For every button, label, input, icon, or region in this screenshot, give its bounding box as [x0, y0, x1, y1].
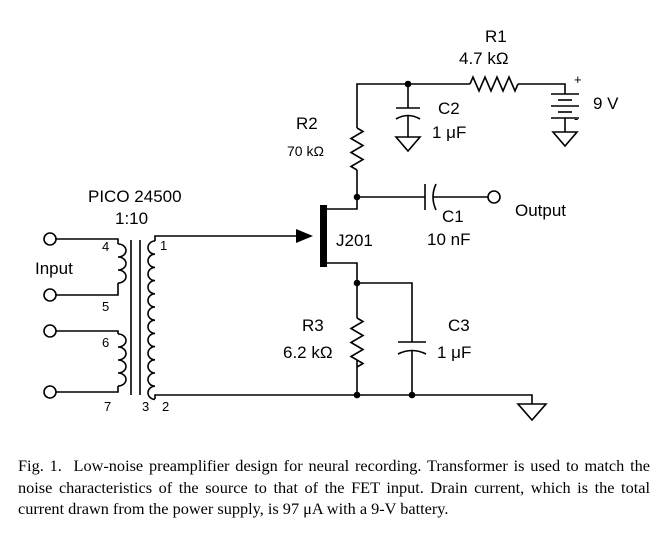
c3-name: C3 — [448, 316, 470, 335]
transformer-ratio: 1:10 — [115, 209, 148, 228]
ground-rail — [154, 394, 533, 404]
wire-source-c3 — [357, 282, 413, 342]
input-label: Input — [35, 259, 73, 278]
battery — [551, 93, 579, 148]
fet-j201 — [320, 197, 358, 283]
wire-r2-top — [356, 83, 470, 128]
primary-winding-upper — [117, 243, 127, 284]
r2-value: 70 kΩ — [287, 143, 324, 159]
wire-pin4 — [56, 238, 119, 244]
r1-value: 4.7 kΩ — [459, 49, 509, 68]
transformer — [117, 240, 156, 401]
wire-pin5 — [56, 283, 119, 296]
r2-name: R2 — [296, 114, 318, 133]
primary-winding-lower — [117, 333, 127, 387]
c2-plate-bottom — [395, 114, 421, 120]
terminal-4[interactable] — [43, 232, 57, 246]
pin-5: 5 — [102, 299, 109, 314]
battery-minus: - — [574, 111, 578, 126]
r3-value: 6.2 kΩ — [283, 343, 333, 362]
terminal-5[interactable] — [43, 288, 57, 302]
resistor-r1 — [469, 74, 519, 94]
ground-symbol-c2 — [394, 136, 422, 153]
fet-label: J201 — [336, 231, 373, 250]
r3-ground-node — [353, 391, 361, 399]
resistor-r3 — [349, 317, 365, 368]
pin-6: 6 — [102, 335, 109, 350]
transformer-name: PICO 24500 — [88, 187, 182, 206]
r1-name: R1 — [485, 27, 507, 46]
resistor-r2 — [349, 127, 365, 171]
output-label: Output — [515, 201, 566, 220]
c3-ground-node — [408, 391, 416, 399]
ground-symbol-main — [516, 403, 548, 422]
pin-2: 2 — [162, 399, 169, 414]
caption-text: Low-noise preamplifier design for neural… — [18, 456, 651, 518]
c1-name: C1 — [442, 207, 464, 226]
r3-name: R3 — [302, 316, 324, 335]
c3-value: 1 μF — [437, 343, 471, 362]
c2-name: C2 — [438, 99, 460, 118]
pin-1: 1 — [160, 238, 167, 253]
circuit-schematic: PICO 24500 1:10 Input 4 5 6 7 1 3 2 J201 — [35, 27, 619, 422]
terminal-7[interactable] — [43, 385, 57, 399]
output-terminal[interactable] — [487, 190, 501, 204]
pin-4: 4 — [102, 239, 109, 254]
wire-r1-battery — [518, 83, 566, 94]
terminal-6[interactable] — [43, 324, 57, 338]
wire-pin6 — [56, 330, 119, 334]
figure-caption: Fig. 1. Low-noise preamplifier design fo… — [18, 455, 650, 520]
c1-value: 10 nF — [427, 230, 470, 249]
caption-prefix: Fig. 1. — [18, 456, 62, 475]
secondary-winding — [147, 240, 156, 401]
battery-label: 9 V — [593, 94, 619, 113]
pin-3: 3 — [142, 399, 149, 414]
gate-arrow — [296, 229, 313, 243]
wire-pin7 — [56, 386, 119, 393]
battery-plus: + — [574, 72, 582, 87]
wire-gate — [154, 235, 296, 241]
c2-value: 1 μF — [432, 123, 466, 142]
pin-7: 7 — [104, 399, 111, 414]
